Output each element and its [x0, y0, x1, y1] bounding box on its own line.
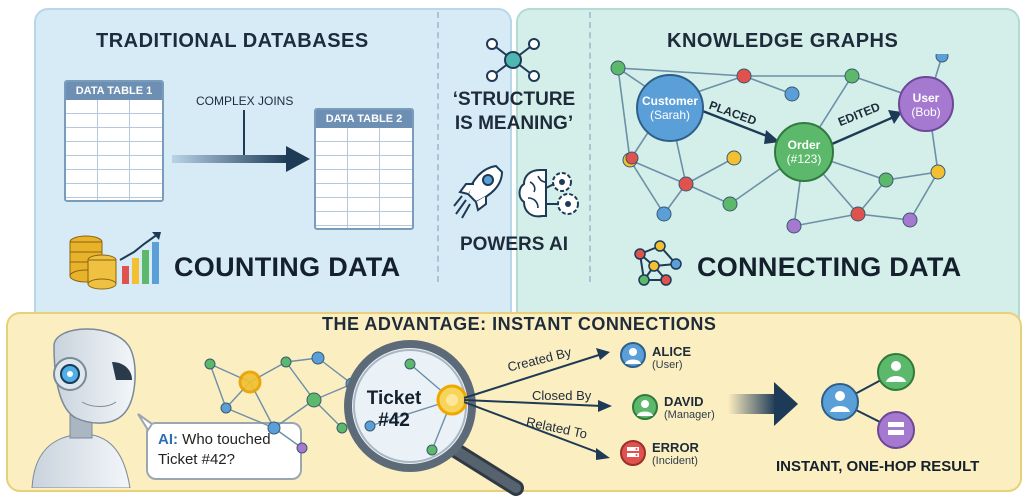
user-node-label: User — [912, 91, 940, 105]
user-node: User (Bob) — [898, 76, 954, 132]
complex-joins-label: COMPLEX JOINS — [196, 94, 294, 108]
customer-node: Customer (Sarah) — [636, 74, 704, 142]
alice-name: ALICE — [652, 344, 691, 359]
relation-arrows — [463, 348, 612, 460]
error-role: (Incident) — [652, 455, 698, 467]
network-icon — [486, 38, 540, 82]
david-user-icon — [632, 394, 658, 420]
customer-node-name: (Sarah) — [649, 108, 690, 122]
bubble-line-1: Who touched — [178, 431, 271, 448]
bubble-tail — [137, 413, 152, 432]
robot-icon — [31, 328, 136, 488]
alice-entry: ALICE (User) — [652, 344, 691, 371]
knowledge-graphs-title: KNOWLEDGE GRAPHS — [667, 30, 899, 52]
order-node-label: Order — [787, 138, 821, 152]
divider-right — [589, 12, 593, 282]
advantage-title: THE ADVANTAGE: INSTANT CONNECTIONS — [322, 314, 717, 334]
david-name: DAVID — [664, 394, 704, 409]
ai-prefix: AI: — [158, 431, 178, 448]
ai-question-bubble: AI: Who touched Ticket #42? — [146, 422, 302, 480]
powers-ai-label: POWERS AI — [459, 234, 569, 255]
rocket-icon — [453, 164, 504, 219]
alice-role: (User) — [652, 359, 683, 371]
bubble-line-2: Ticket #42? — [158, 451, 235, 468]
counting-data-label: COUNTING DATA — [174, 252, 401, 282]
order-node-id: (#123) — [786, 152, 822, 166]
coins-chart-icon — [69, 232, 161, 290]
rel-closed-by: Closed By — [532, 388, 592, 403]
one-hop-graph — [821, 353, 915, 449]
data-table-1: DATA TABLE 1 — [64, 80, 164, 202]
connecting-data-label: CONNECTING DATA — [697, 252, 962, 282]
divider-left — [437, 12, 441, 282]
quote-line-1: ‘STRUCTURE — [452, 89, 576, 110]
ticket-label: Ticket #42 — [362, 388, 426, 432]
error-name: ERROR — [652, 440, 699, 455]
data-table-1-header: DATA TABLE 1 — [66, 82, 162, 100]
user-node-name: (Bob) — [911, 105, 941, 119]
quote-line-2: IS MEANING’ — [454, 113, 574, 134]
brain-gear-icon — [518, 169, 579, 218]
alice-user-icon — [620, 342, 646, 368]
data-table-2: DATA TABLE 2 — [314, 108, 414, 230]
traditional-databases-title: TRADITIONAL DATABASES — [96, 30, 369, 52]
error-entry: ERROR (Incident) — [652, 440, 699, 467]
one-hop-result-label: INSTANT, ONE-HOP RESULT — [776, 458, 980, 475]
david-entry: DAVID (Manager) — [664, 394, 715, 421]
ticket-line-2: #42 — [378, 410, 410, 431]
join-arrow — [172, 110, 310, 172]
david-role: (Manager) — [664, 409, 715, 421]
error-server-icon — [620, 440, 646, 466]
customer-node-label: Customer — [641, 94, 698, 108]
result-arrow — [728, 382, 798, 426]
ticket-line-1: Ticket — [366, 388, 422, 409]
order-node: Order (#123) — [774, 122, 834, 182]
structure-quote: ‘STRUCTURE IS MEANING’ — [442, 88, 586, 136]
graph-network-icon — [634, 240, 682, 286]
data-table-2-header: DATA TABLE 2 — [316, 110, 412, 128]
